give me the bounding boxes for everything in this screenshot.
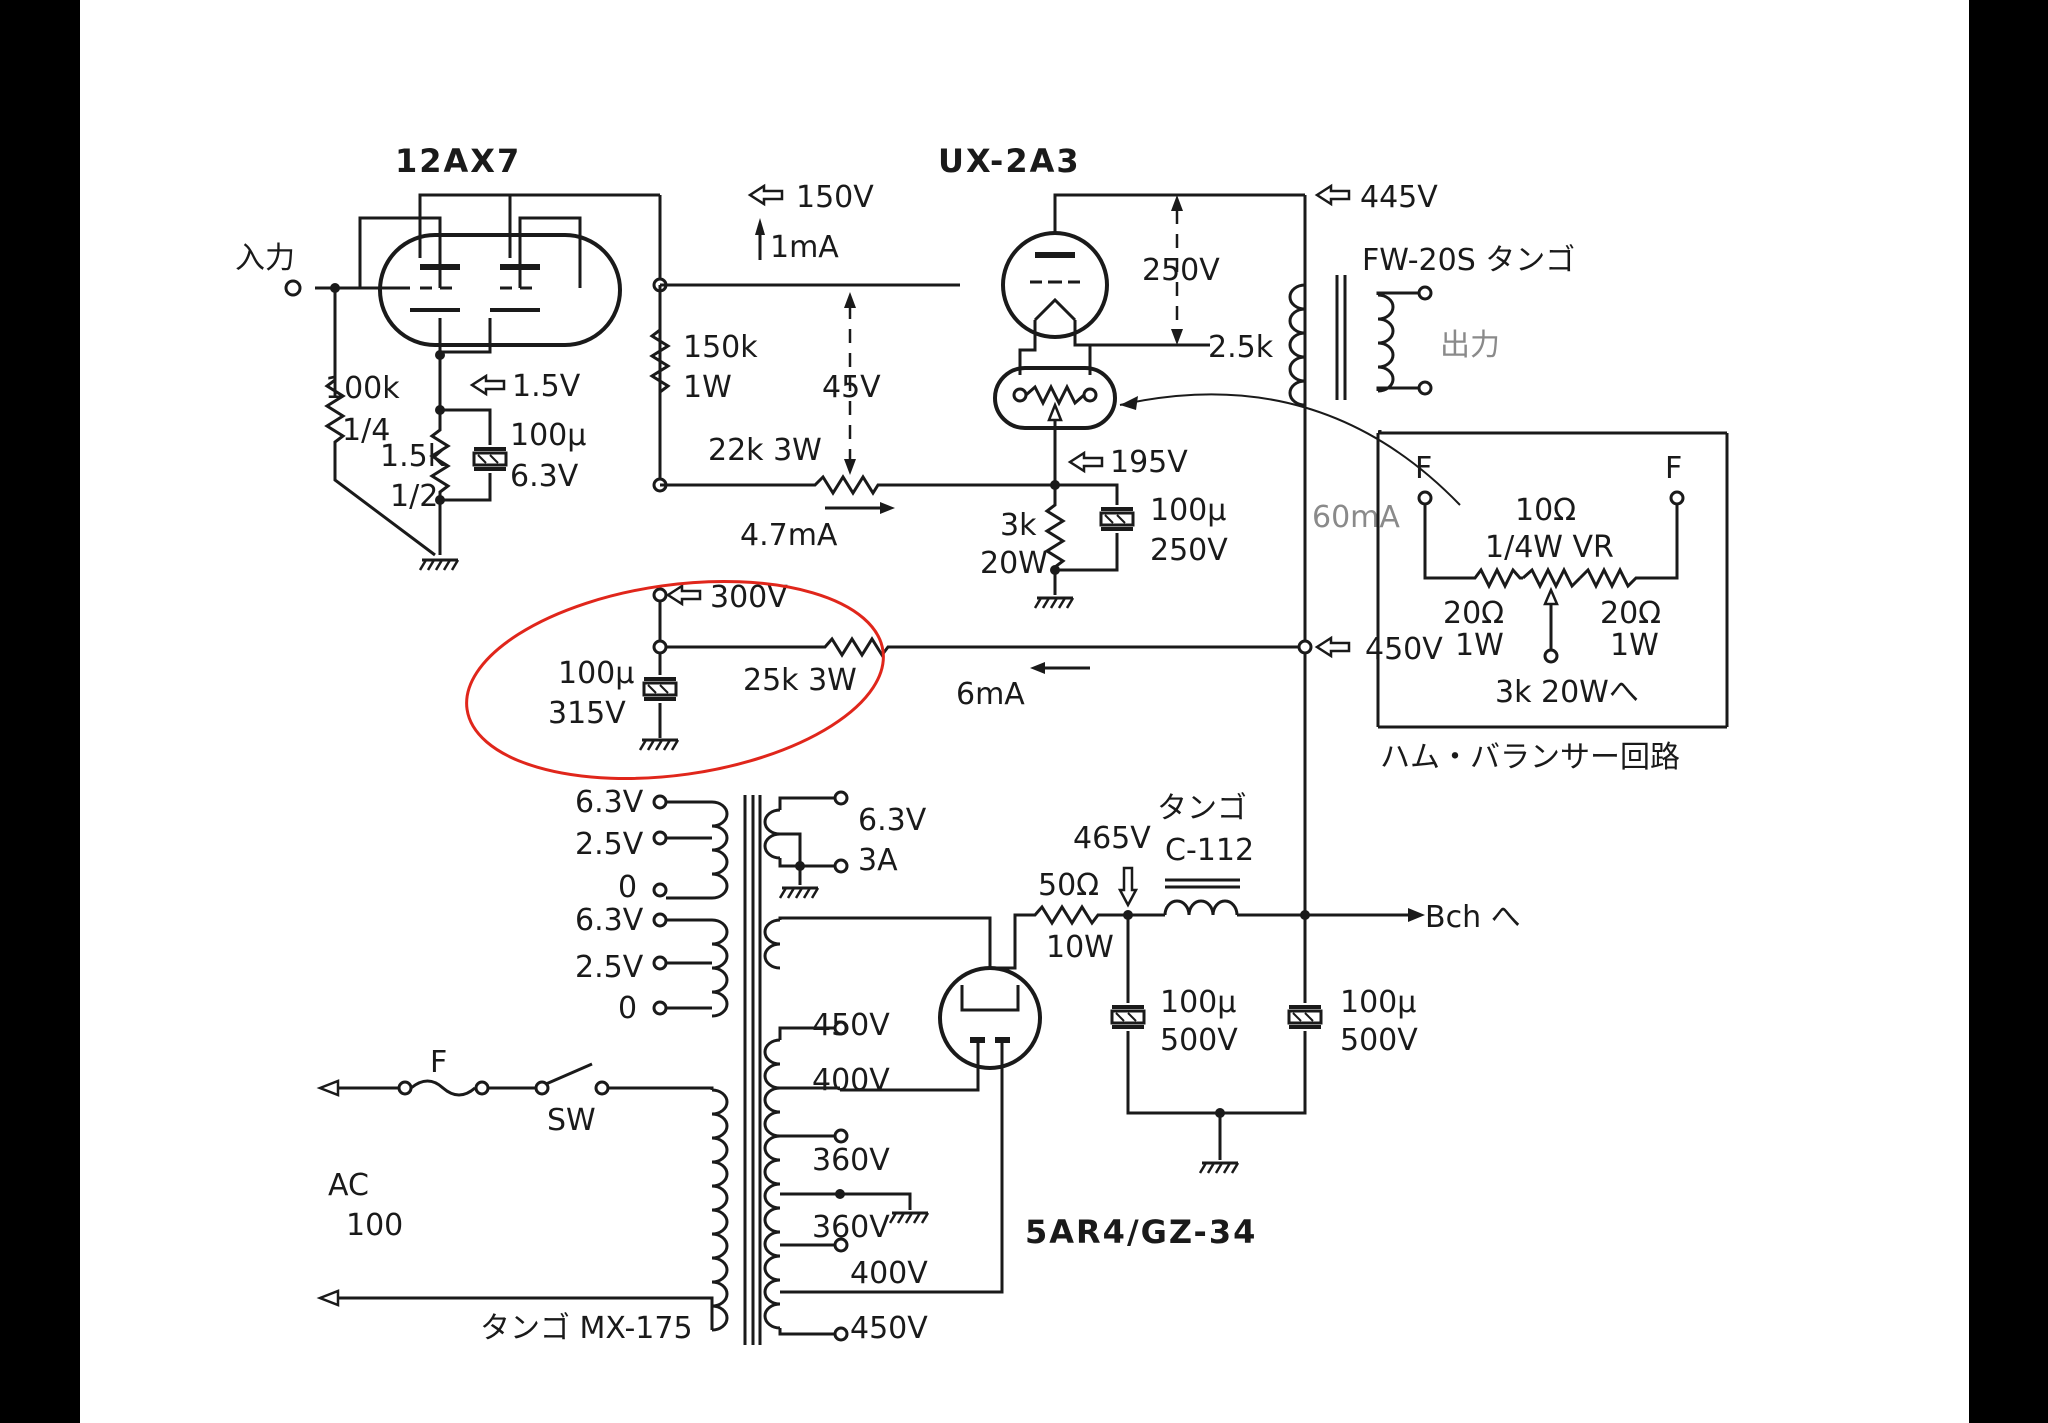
label-hv-360v-a: 360V — [812, 1143, 890, 1178]
label-ac: AC — [328, 1168, 369, 1203]
tube-12ax7 — [378, 233, 622, 347]
label-150v: 150V — [796, 180, 874, 215]
output-transformer — [1288, 275, 1433, 407]
label-cap-100u-a: 100μ — [510, 418, 586, 453]
label-4-7ma: 4.7mA — [740, 518, 838, 553]
label-60ma: 60mA — [1312, 500, 1400, 535]
label-50ohm-watt: 10W — [1046, 930, 1114, 965]
label-switch: SW — [547, 1103, 596, 1138]
amplifier-schematic: 12AX7 入力 150V 1mA 100k 1/4 1.5V 1.5k 1/2… — [235, 142, 1729, 1346]
hum-balancer-box — [1376, 430, 1729, 729]
label-hb-10ohm: 10Ω — [1515, 493, 1576, 528]
label-50ohm: 50Ω — [1038, 868, 1099, 903]
label-100k-watt: 1/4 — [342, 413, 390, 448]
label-195v: 195V — [1110, 445, 1188, 480]
label-pt-6-3v-a: 6.3V — [575, 785, 644, 820]
label-hb-f1: F — [1415, 451, 1432, 486]
label-choke-model: C-112 — [1165, 833, 1254, 868]
label-2-5k: 2.5k — [1208, 330, 1274, 365]
label-hb-to-3k: 3k 20Wへ — [1495, 675, 1639, 710]
label-power-transformer: タンゴ MX-175 — [480, 1311, 693, 1346]
label-cap-6-3v: 6.3V — [510, 459, 579, 494]
input-label: 入力 — [235, 241, 295, 276]
label-bch: Bch へ — [1425, 900, 1521, 935]
label-1ma: 1mA — [770, 230, 839, 265]
label-1-5k: 1.5k — [380, 439, 446, 474]
label-output: 出力 — [1440, 328, 1500, 363]
label-22k: 22k 3W — [708, 433, 822, 468]
label-hb-f2: F — [1665, 451, 1682, 486]
schematic-sheet: 12AX7 入力 150V 1mA 100k 1/4 1.5V 1.5k 1/2… — [80, 0, 1969, 1423]
label-3k-watt: 20W — [980, 546, 1048, 581]
label-25k-3w: 25k 3W — [743, 663, 857, 698]
label-1-5k-watt: 1/2 — [390, 479, 438, 514]
tube-label-2a3: UX-2A3 — [938, 142, 1081, 180]
label-pt-3a: 3A — [858, 843, 898, 878]
label-6ma: 6mA — [956, 677, 1025, 712]
label-445v: 445V — [1360, 180, 1438, 215]
label-ac-100: 100 — [346, 1208, 403, 1243]
label-cap-100u-c: 100μ — [558, 656, 634, 691]
label-45v: 45V — [822, 370, 881, 405]
label-465v: 465V — [1073, 821, 1151, 856]
label-pt-6-3v-c: 6.3V — [858, 803, 927, 838]
label-pt-6-3v-b: 6.3V — [575, 903, 644, 938]
label-3k: 3k — [1000, 508, 1037, 543]
red-highlight-circle — [465, 579, 885, 781]
label-hv-400v-a: 400V — [812, 1063, 890, 1098]
label-cap-100u-e: 100μ — [1340, 985, 1416, 1020]
label-hv-450v-b: 450V — [850, 1311, 928, 1346]
label-hb-20ohm-b: 20Ω — [1600, 596, 1661, 631]
label-hb-20ohm-a: 20Ω — [1443, 596, 1504, 631]
label-100k: 100k — [325, 371, 400, 406]
label-pt-2-5v-a: 2.5V — [575, 827, 644, 862]
label-cap-100u-b: 100μ — [1150, 493, 1226, 528]
label-hb-title: ハム・バランサー回路 — [1380, 740, 1680, 775]
tube-label-12ax7: 12AX7 — [395, 142, 521, 180]
power-transformer — [711, 795, 781, 1345]
tube-2a3 — [1001, 231, 1109, 339]
label-cap-250v: 250V — [1150, 533, 1228, 568]
label-cap-100u-d: 100μ — [1160, 985, 1236, 1020]
label-fuse: F — [430, 1045, 447, 1080]
label-150k: 150k — [683, 330, 758, 365]
label-cap-500v-e: 500V — [1340, 1023, 1418, 1058]
tube-label-5ar4: 5AR4/GZ-34 — [1025, 1213, 1257, 1251]
label-hv-360v-b: 360V — [812, 1210, 890, 1245]
label-cap-315v: 315V — [548, 696, 626, 731]
label-250v: 250V — [1142, 253, 1220, 288]
label-pt-2-5v-b: 2.5V — [575, 950, 644, 985]
label-hv-450v-a: 450V — [812, 1008, 890, 1043]
label-1-5v: 1.5V — [512, 369, 581, 404]
label-hb-vr: 1/4W VR — [1485, 530, 1614, 565]
tube-5ar4 — [938, 966, 1042, 1070]
label-hb-1w-a: 1W — [1455, 628, 1504, 663]
label-pt-0-b: 0 — [618, 991, 637, 1026]
label-cap-500v-d: 500V — [1160, 1023, 1238, 1058]
label-hv-400v-b: 400V — [850, 1256, 928, 1291]
label-hb-1w-b: 1W — [1610, 628, 1659, 663]
label-output-transformer: FW-20S タンゴ — [1362, 243, 1575, 278]
label-150k-watt: 1W — [683, 370, 732, 405]
label-pt-0-a: 0 — [618, 870, 637, 905]
label-choke: タンゴ — [1157, 791, 1247, 826]
